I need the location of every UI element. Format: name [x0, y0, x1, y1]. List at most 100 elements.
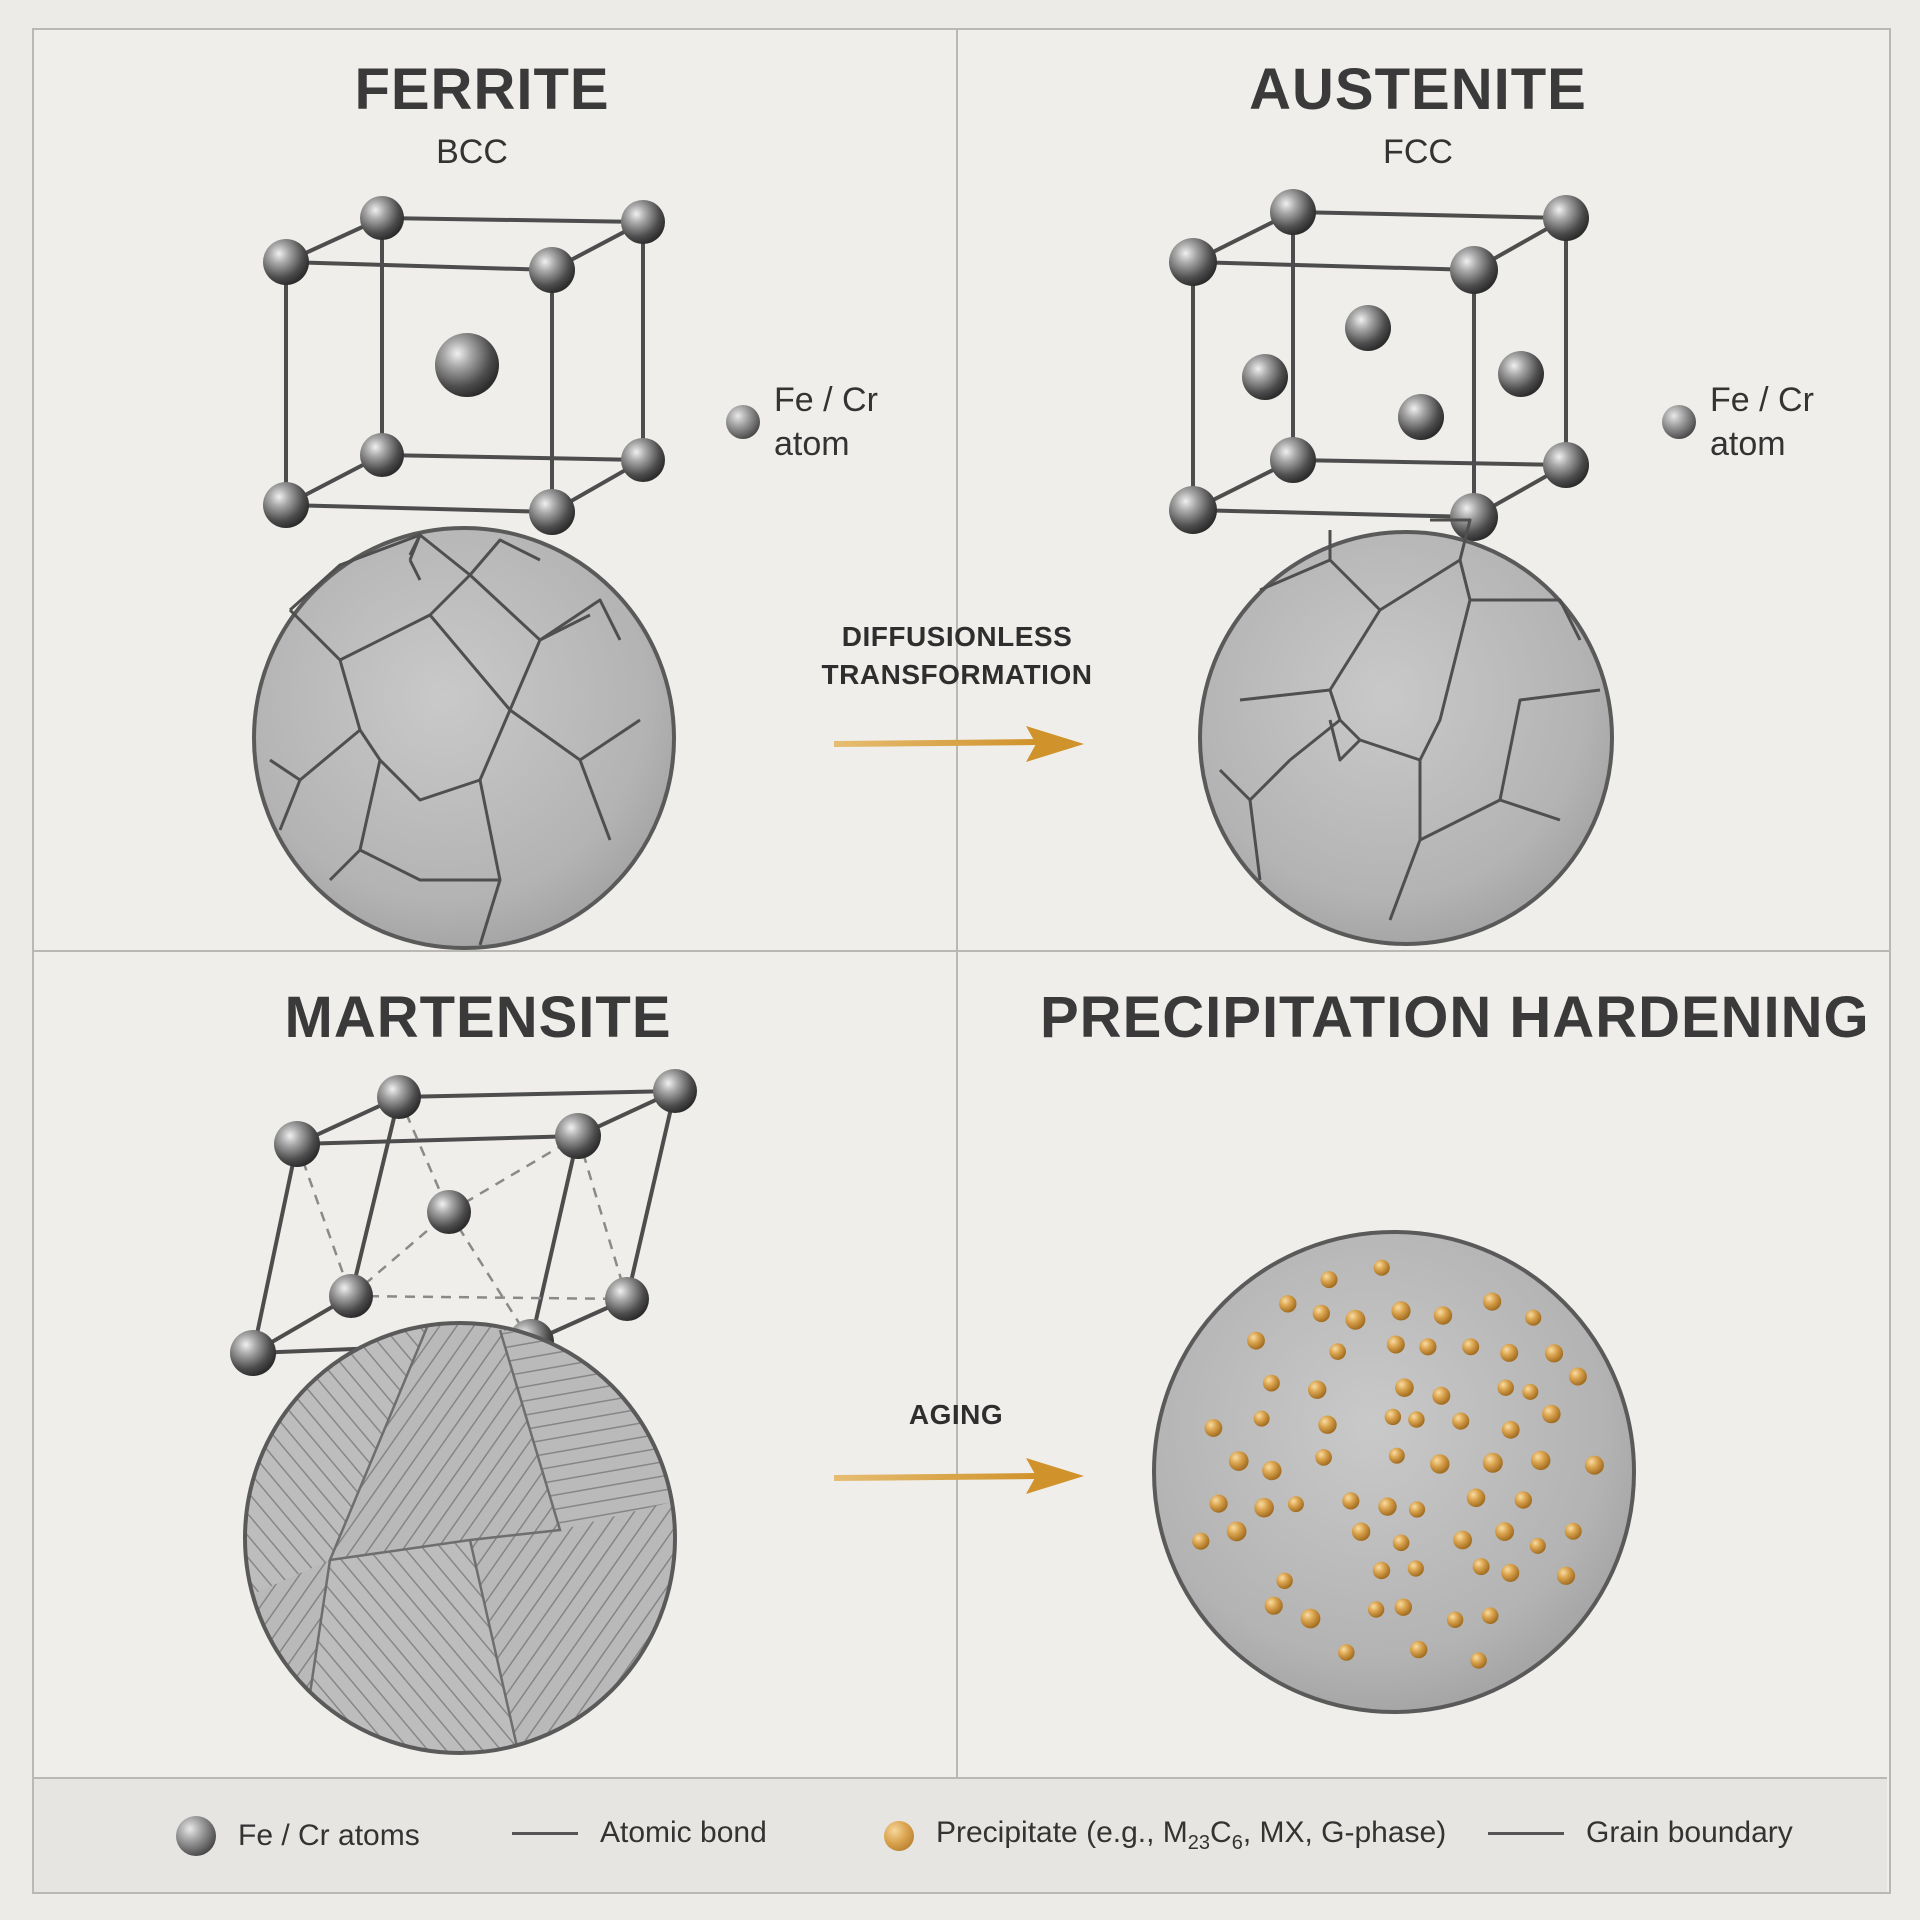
precipitate-particle	[1351, 1522, 1371, 1541]
precipitate-particle	[1312, 1304, 1331, 1323]
fcc-corner-atom	[1169, 486, 1217, 534]
precipitate-particle	[1419, 1338, 1437, 1356]
ferrite-lattice-label: BCC	[436, 133, 508, 171]
diffusionless-transformation-label: DIFFUSIONLESS TRANSFORMATION	[800, 618, 1114, 694]
bcc-corner-atom	[621, 200, 665, 244]
fcc-face-atom	[1242, 354, 1288, 400]
precipitate-particle	[1481, 1607, 1499, 1624]
precipitate-particle	[1501, 1563, 1520, 1582]
precipitate-particle	[1315, 1449, 1332, 1466]
bcc-corner-atom	[360, 433, 404, 477]
bond-line-icon	[512, 1831, 578, 1835]
austenite-lattice-label: FCC	[1383, 133, 1453, 171]
precipitate-particle	[1410, 1640, 1428, 1659]
precipitate-particle	[1262, 1460, 1282, 1481]
bcc-corner-atom	[263, 239, 309, 285]
precipitate-particle	[1392, 1534, 1410, 1552]
precipitate-particle	[1367, 1601, 1385, 1618]
bct-corner-atom	[329, 1274, 373, 1318]
precipitate-particle	[1531, 1450, 1551, 1471]
precipitate-particle	[1568, 1367, 1587, 1386]
precipitate-particle	[1253, 1410, 1270, 1427]
precipitate-particle	[1544, 1344, 1564, 1363]
precipitate-particle	[1228, 1451, 1249, 1471]
precipitate-particle	[1395, 1378, 1414, 1397]
precipitate-particle	[1276, 1572, 1293, 1590]
martensite-title: MARTENSITE	[284, 985, 672, 1050]
precipitate-particle	[1209, 1494, 1228, 1513]
atom-icon	[726, 405, 760, 439]
precipitation-hardening-title: PRECIPITATION HARDENING	[1040, 985, 1870, 1050]
legend-precipitate-label: Precipitate (e.g., M23C6, MX, G-phase)	[936, 1816, 1447, 1854]
precipitate-icon	[884, 1820, 914, 1851]
precipitate-particle	[1287, 1496, 1304, 1513]
fcc-corner-atom	[1169, 238, 1217, 286]
austenite-title: AUSTENITE	[1249, 57, 1587, 122]
precipitate-particle	[1279, 1295, 1297, 1313]
precipitate-particle	[1300, 1608, 1321, 1629]
legend-bond-label: Atomic bond	[600, 1816, 767, 1849]
precipitate-particle	[1384, 1408, 1402, 1426]
bcc-corner-atom	[621, 438, 665, 482]
bct-corner-atom	[555, 1113, 601, 1159]
bcc-corner-atom	[529, 489, 575, 535]
precipitate-particle	[1446, 1611, 1464, 1629]
ferrite-key-line2: atom	[774, 425, 850, 463]
fcc-corner-atom	[1270, 437, 1316, 483]
precipitate-particle	[1394, 1598, 1413, 1616]
precipitate-particle	[1482, 1452, 1503, 1473]
legend-atoms: Fe / Cr atoms	[176, 1816, 420, 1856]
bcc-corner-atom	[263, 482, 309, 528]
legend-atoms-label: Fe / Cr atoms	[238, 1819, 420, 1852]
precipitate-particle	[1497, 1379, 1514, 1396]
precipitate-particle	[1408, 1501, 1426, 1518]
precipitate-particle	[1472, 1558, 1490, 1576]
ferrite-atom-key: Fe / Cr atom	[726, 378, 878, 466]
precipitate-particle	[1345, 1309, 1366, 1330]
bct-corner-atom	[274, 1121, 320, 1167]
precipitate-particle	[1388, 1447, 1405, 1464]
arrow-top-line1: DIFFUSIONLESS	[841, 621, 1073, 652]
precipitate-particle	[1391, 1301, 1411, 1321]
precipitate-particle	[1192, 1532, 1210, 1550]
arrow-top-line2: TRANSFORMATION	[821, 659, 1093, 690]
ferrite-key-line1: Fe / Cr	[774, 381, 878, 419]
bcc-corner-atom	[529, 247, 575, 293]
precipitate-particle	[1433, 1306, 1453, 1325]
precipitate-particle	[1247, 1331, 1265, 1350]
austenite-atom-key: Fe / Cr atom	[1662, 378, 1814, 466]
precipitate-particle	[1564, 1522, 1582, 1540]
precipitate-particle	[1495, 1522, 1514, 1541]
precipitate-particle	[1470, 1652, 1487, 1669]
precipitate-particle	[1318, 1415, 1337, 1434]
bcc-corner-atom	[360, 196, 404, 240]
precipitate-particle	[1372, 1561, 1391, 1580]
precipitate-particle	[1338, 1644, 1355, 1661]
bcc-center-atom	[435, 333, 499, 397]
precipitate-particle	[1204, 1419, 1223, 1437]
precipitate-particle	[1342, 1492, 1360, 1510]
arrow-right-icon	[833, 1458, 1084, 1494]
fcc-face-atom	[1398, 394, 1444, 440]
legend-grain-boundary-label: Grain boundary	[1586, 1816, 1793, 1849]
precipitate-particle	[1453, 1530, 1472, 1550]
precipitate-particle	[1432, 1386, 1451, 1405]
precipitate-particle	[1320, 1271, 1338, 1289]
precipitate-particle	[1308, 1380, 1327, 1399]
precipitate-particle	[1522, 1383, 1539, 1400]
precipitate-particle	[1556, 1566, 1576, 1585]
precipitate-particle	[1430, 1454, 1450, 1474]
precipitate-particle	[1386, 1335, 1405, 1354]
precipitate-particle	[1525, 1309, 1542, 1326]
ferrite-title: FERRITE	[354, 57, 610, 122]
precipitate-particle	[1483, 1292, 1502, 1311]
legend-precipitate: Precipitate (e.g., M23C6, MX, G-phase)	[884, 1816, 1446, 1855]
bct-corner-atom	[230, 1330, 276, 1376]
atom-icon	[1662, 405, 1696, 439]
precipitate-particle	[1452, 1412, 1470, 1430]
precipitate-particle	[1542, 1404, 1561, 1424]
quadrant-divider-vertical	[956, 28, 958, 1778]
